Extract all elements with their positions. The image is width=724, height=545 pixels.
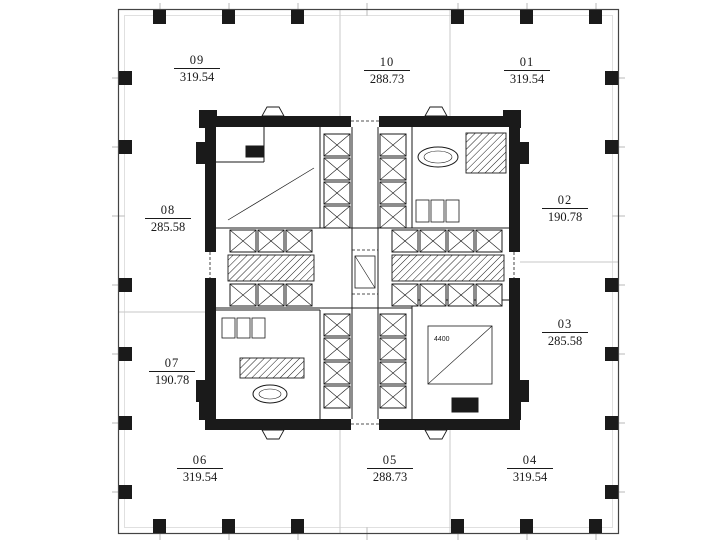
unit-area: 285.58 xyxy=(547,334,583,349)
slab-boundary xyxy=(117,8,620,535)
stair-hatch xyxy=(227,132,507,379)
unit-number: 04 xyxy=(507,453,553,470)
unit-number: 01 xyxy=(504,55,550,72)
unit-label-09: 09 319.54 xyxy=(169,53,225,85)
unit-area: 288.73 xyxy=(369,72,405,87)
unit-number: 02 xyxy=(542,193,588,210)
dashed-openings xyxy=(209,120,515,425)
unit-area: 319.54 xyxy=(512,470,548,485)
unit-number: 10 xyxy=(364,55,410,72)
unit-area: 190.78 xyxy=(547,210,583,225)
unit-label-05: 05 288.73 xyxy=(362,453,418,485)
unit-area: 190.78 xyxy=(154,373,190,388)
unit-division-lines xyxy=(118,9,618,533)
unit-number: 08 xyxy=(145,203,191,220)
unit-number: 07 xyxy=(149,356,195,373)
unit-label-07: 07 190.78 xyxy=(144,356,200,388)
unit-label-01: 01 319.54 xyxy=(499,55,555,87)
unit-area: 285.58 xyxy=(150,220,186,235)
unit-number: 05 xyxy=(367,453,413,470)
unit-area: 319.54 xyxy=(182,470,218,485)
unit-number: 09 xyxy=(174,53,220,70)
unit-area: 319.54 xyxy=(509,72,545,87)
unit-number: 03 xyxy=(542,317,588,334)
unit-number: 06 xyxy=(177,453,223,470)
unit-area: 288.73 xyxy=(372,470,408,485)
fixtures xyxy=(221,145,493,413)
core-partitions xyxy=(216,127,509,419)
unit-label-04: 04 319.54 xyxy=(502,453,558,485)
unit-area: 319.54 xyxy=(179,70,215,85)
unit-label-02: 02 190.78 xyxy=(537,193,593,225)
unit-label-03: 03 285.58 xyxy=(537,317,593,349)
unit-label-06: 06 319.54 xyxy=(172,453,228,485)
unit-label-08: 08 285.58 xyxy=(140,203,196,235)
core-dimension-label: 4400 xyxy=(434,336,450,343)
structural-columns xyxy=(119,10,618,533)
unit-label-10: 10 288.73 xyxy=(359,55,415,87)
